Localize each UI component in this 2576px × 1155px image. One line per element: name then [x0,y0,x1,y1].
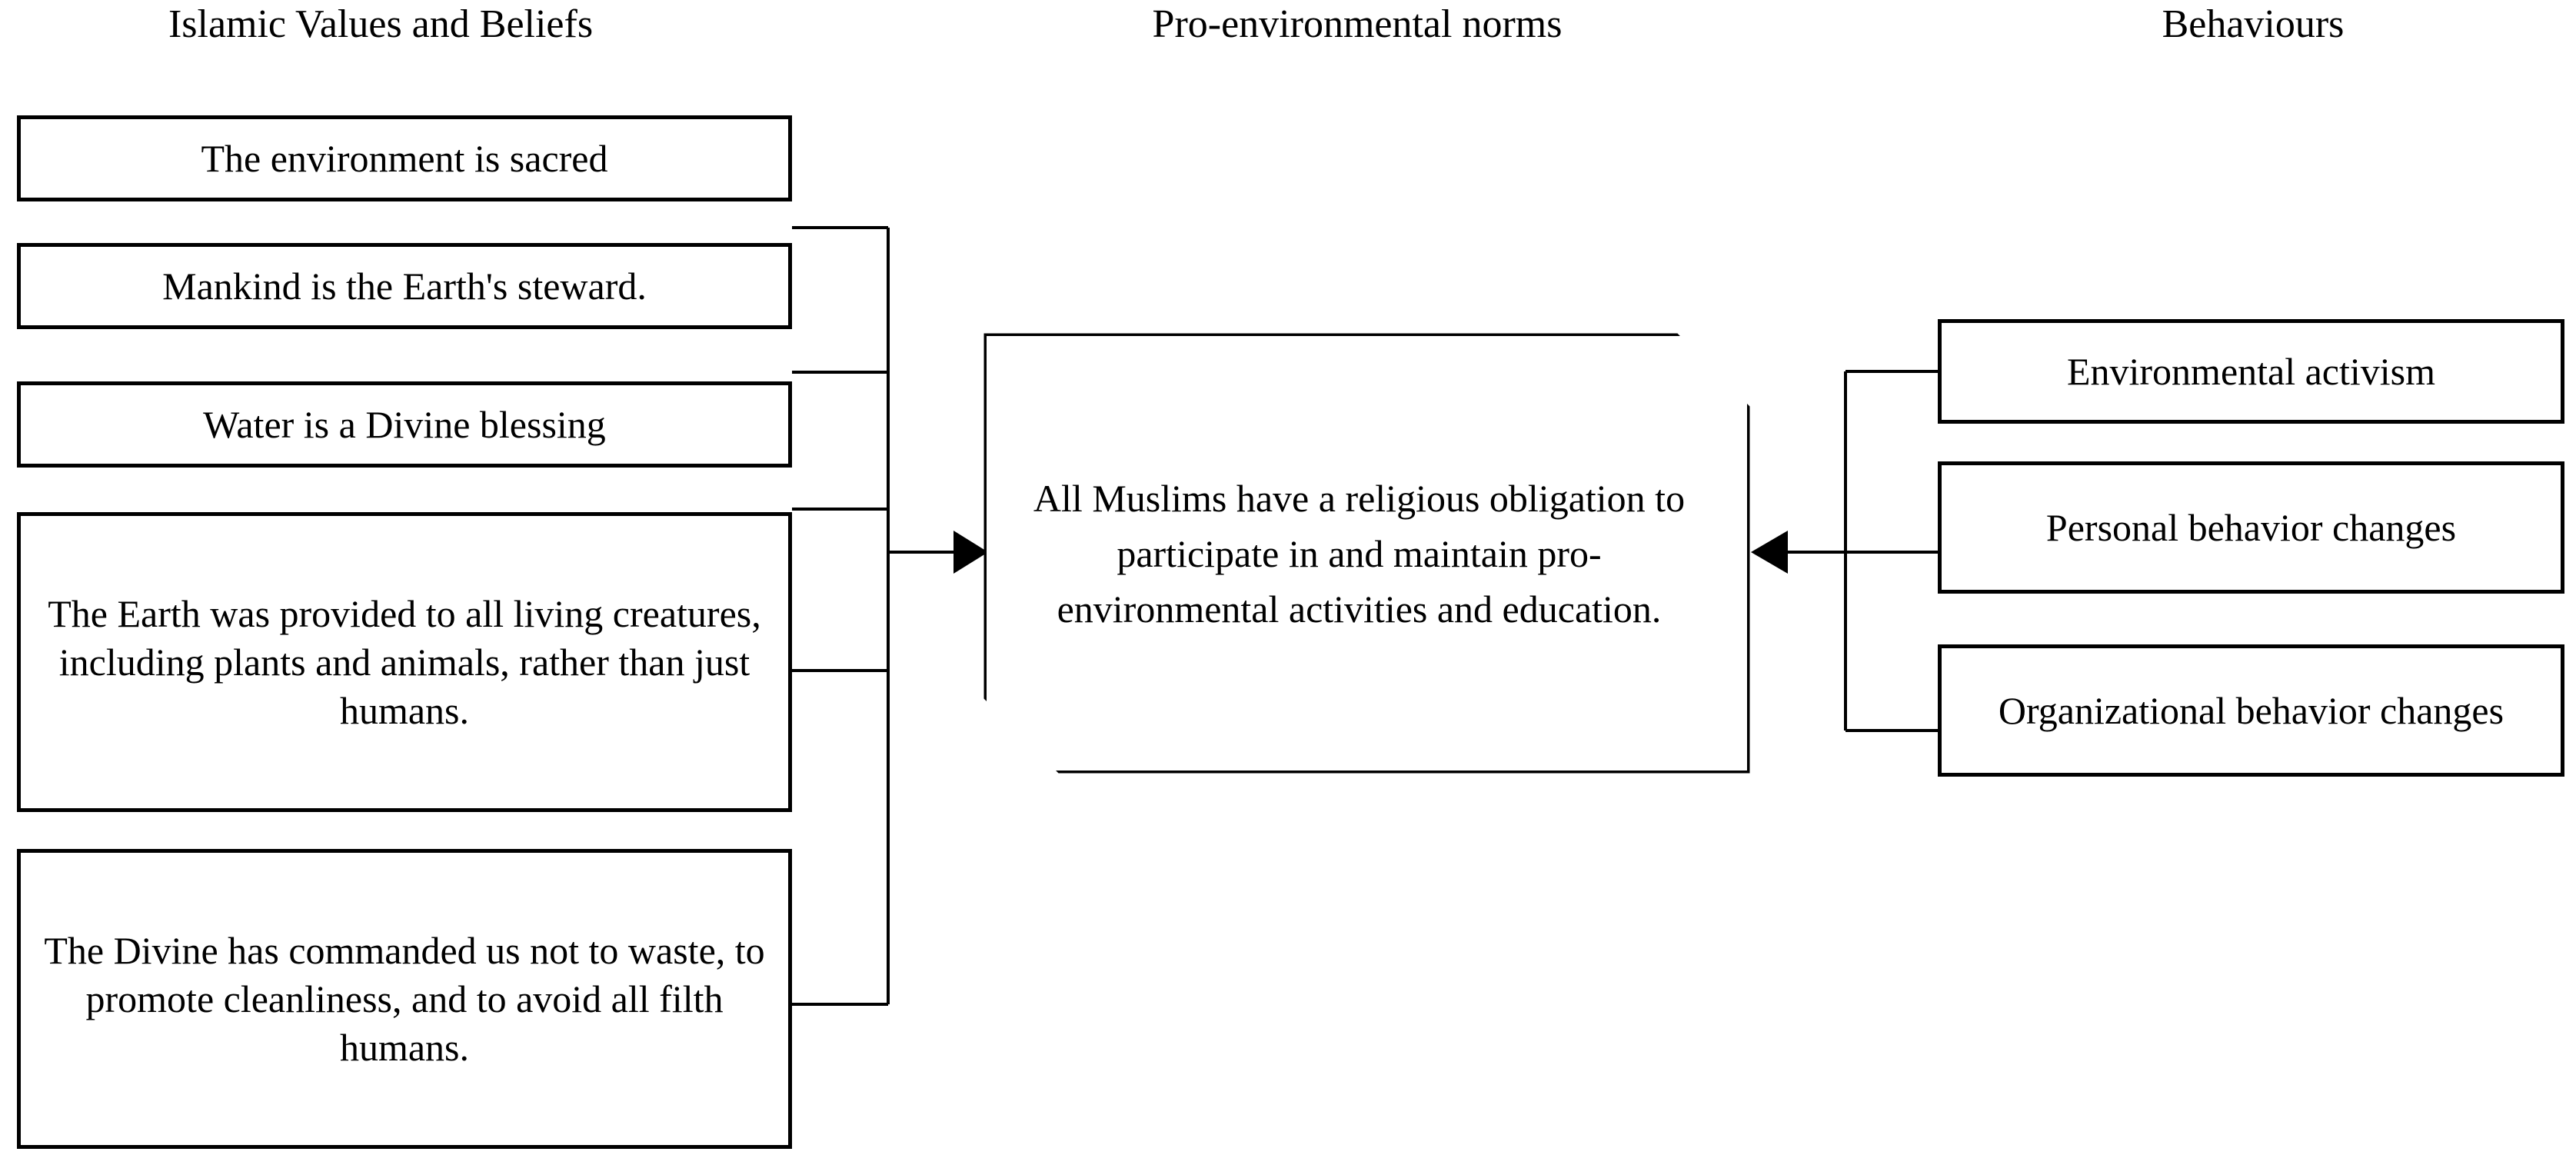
node-personal-behavior-changes[interactable]: Personal behavior changes [1938,461,2564,594]
node-environment-sacred-label: The environment is sacred [201,136,608,180]
node-divine-commanded[interactable]: The Divine has commanded us not to waste… [17,849,792,1149]
column-header-behaviours-label: Behaviours [2162,2,2345,46]
arrowhead-into-center-left [954,531,988,574]
node-earth-provided-label: The Earth was provided to all living cre… [48,591,761,732]
connector-left-to-center [792,226,957,1006]
column-header-islamic-values: Islamic Values and Beliefs [0,3,761,46]
arrowhead-into-center-right [1751,531,1788,574]
node-earth-provided[interactable]: The Earth was provided to all living cre… [17,512,792,812]
node-environmental-activism-label: Environmental activism [2066,349,2436,393]
node-mankind-steward[interactable]: Mankind is the Earth's steward. [17,243,792,329]
column-header-pro-environmental-norms: Pro-environmental norms [869,3,1845,46]
node-religious-obligation[interactable]: All Muslims have a religious obligation … [987,336,1747,771]
node-mankind-steward-label: Mankind is the Earth's steward. [162,264,647,308]
node-water-divine-blessing-label: Water is a Divine blessing [203,402,606,446]
column-header-behaviours: Behaviours [1938,3,2568,46]
node-personal-behavior-changes-label: Personal behavior changes [2045,505,2457,549]
node-water-divine-blessing[interactable]: Water is a Divine blessing [17,381,792,468]
node-environmental-activism[interactable]: Environmental activism [1938,319,2564,424]
column-header-pro-environmental-norms-label: Pro-environmental norms [1152,2,1563,46]
node-religious-obligation-label: All Muslims have a religious obligation … [1033,476,1686,631]
node-environment-sacred[interactable]: The environment is sacred [17,115,792,201]
connector-right-to-center [1784,370,1938,732]
column-header-islamic-values-label: Islamic Values and Beliefs [168,2,594,46]
node-organizational-behavior-changes-label: Organizational behavior changes [1998,688,2504,732]
node-divine-commanded-label: The Divine has commanded us not to waste… [44,928,765,1069]
node-organizational-behavior-changes[interactable]: Organizational behavior changes [1938,644,2564,777]
